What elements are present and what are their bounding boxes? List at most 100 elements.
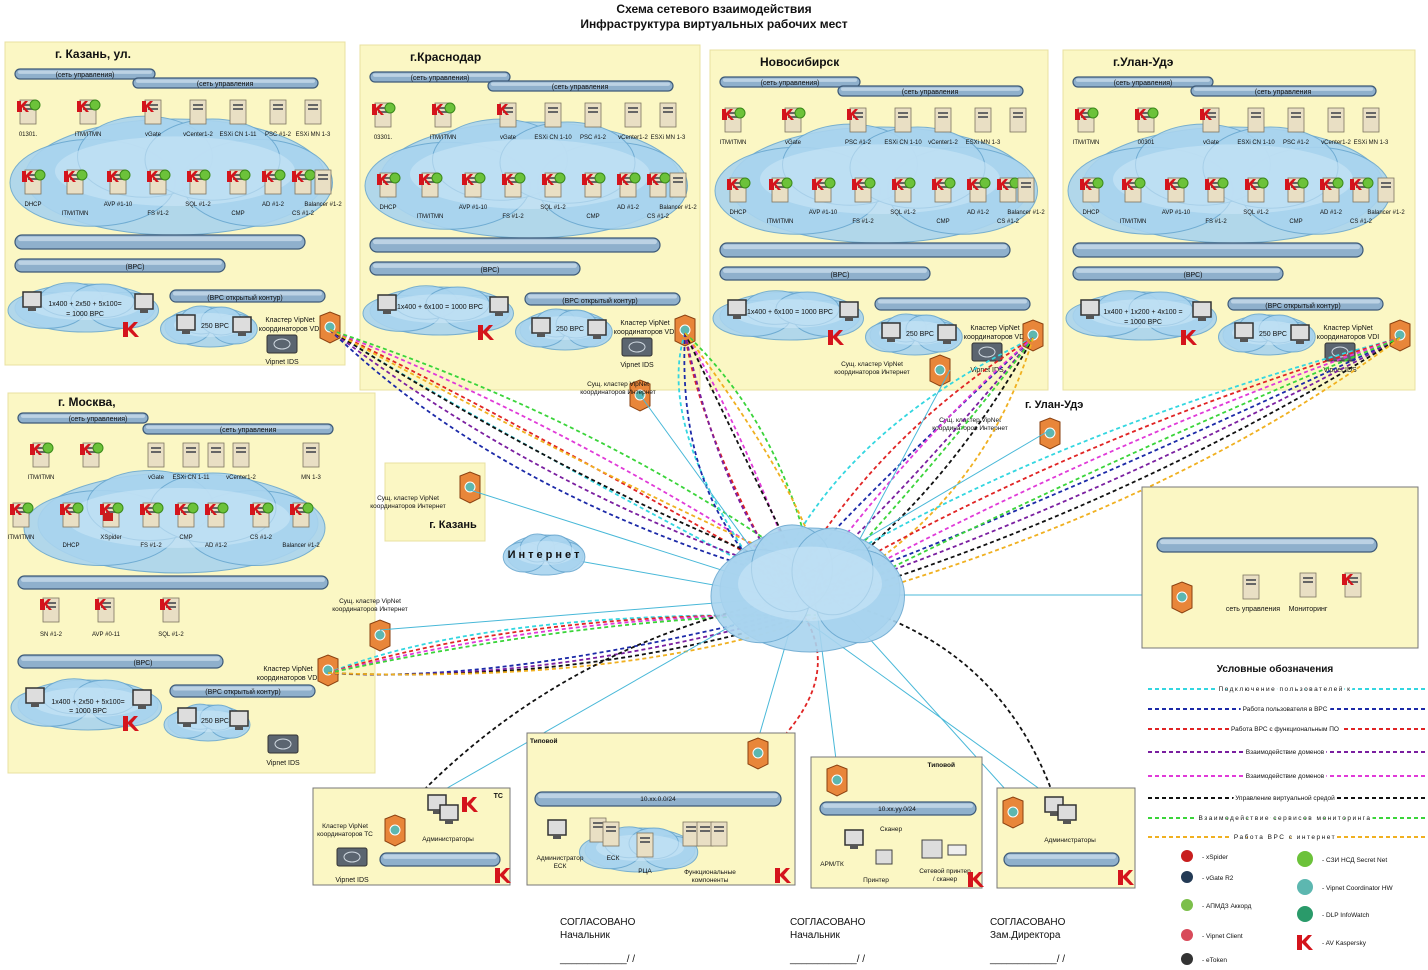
server-label: MN 1-3 bbox=[301, 475, 321, 481]
server-slot bbox=[1291, 112, 1301, 114]
server-icon bbox=[147, 169, 171, 195]
secret-net-icon bbox=[302, 502, 314, 514]
server-slot bbox=[700, 826, 710, 828]
server-icon bbox=[582, 172, 606, 198]
kaspersky-icon bbox=[64, 171, 76, 182]
vipnet-ids-label: Vipnet IDS bbox=[620, 362, 654, 369]
internet-cluster-label: координаторов Интернет bbox=[580, 389, 655, 396]
server-label: PSC #1-2 bbox=[1283, 140, 1310, 146]
server-slot bbox=[775, 182, 785, 184]
open-vrs-network-bar-shine bbox=[173, 291, 322, 296]
server-icon bbox=[647, 172, 671, 198]
typical-bus bbox=[819, 801, 977, 816]
typical-net-label: 10.xx.0.0/24 bbox=[640, 796, 676, 803]
mgmt-network-bar bbox=[14, 68, 156, 80]
server-slot bbox=[858, 182, 868, 184]
server-label: CS #1-2 bbox=[997, 219, 1020, 225]
server-slot bbox=[1141, 112, 1151, 114]
server-slot bbox=[686, 826, 696, 828]
server-slot bbox=[181, 507, 191, 509]
kaspersky-icon bbox=[187, 171, 199, 182]
server-slot bbox=[1081, 112, 1091, 114]
mgmt-network-bar-shine bbox=[723, 78, 857, 82]
coordinator-shield bbox=[1007, 806, 1019, 818]
secret-net-icon bbox=[34, 169, 46, 181]
vdi-coordinator-icon bbox=[317, 654, 339, 687]
mgmt-network-label: (сеть управления bbox=[902, 89, 959, 96]
server-label: ESXi MN 1-3 bbox=[1354, 140, 1389, 146]
server-label: ESXi MN 1-3 bbox=[296, 132, 331, 138]
legend-icon-label: - Vipnet Client bbox=[1202, 933, 1243, 940]
server-body bbox=[1009, 107, 1027, 133]
internet-coordinator-icon bbox=[459, 471, 481, 504]
mgmt-network-bar-shine bbox=[373, 73, 507, 77]
server-icon bbox=[934, 107, 952, 133]
server-slot bbox=[1003, 186, 1013, 188]
secret-net-icon bbox=[112, 502, 124, 514]
kaspersky-icon bbox=[60, 504, 72, 515]
server-slot bbox=[858, 186, 868, 188]
secret-net-icon bbox=[1332, 177, 1344, 189]
vrs-network-bar-shine bbox=[21, 656, 220, 661]
kaspersky-icon bbox=[30, 444, 42, 455]
tc-cluster-label: координаторов ТС bbox=[317, 831, 373, 838]
server-icon bbox=[1320, 177, 1344, 203]
server-slot bbox=[1021, 186, 1031, 188]
vipnet-ids-icon bbox=[1324, 342, 1356, 362]
server-label: FS #1-2 bbox=[140, 543, 162, 549]
server-slot bbox=[640, 841, 650, 843]
server-icon bbox=[1009, 107, 1027, 133]
server-slot bbox=[378, 111, 388, 113]
tc-box-bg bbox=[312, 787, 511, 886]
server-icon bbox=[462, 172, 486, 198]
secret-net-icon bbox=[119, 169, 131, 181]
server-slot bbox=[1291, 186, 1301, 188]
server-label: AD #1-2 bbox=[205, 543, 228, 549]
monitor-screen bbox=[587, 319, 607, 336]
ids-body bbox=[971, 342, 1003, 362]
open-vrs-network-bar bbox=[169, 289, 326, 303]
server-body bbox=[1327, 107, 1345, 133]
server-slot bbox=[788, 116, 798, 118]
workstation-icon bbox=[1234, 322, 1254, 342]
connection-line bbox=[329, 329, 793, 576]
server-icon bbox=[80, 442, 104, 468]
server-icon bbox=[967, 177, 991, 203]
server-label: AD #1-2 bbox=[262, 202, 285, 208]
site-panel-2: Новосибирск(сеть управления)(сеть управл… bbox=[709, 49, 1049, 391]
monitor-screen bbox=[132, 689, 152, 706]
kaspersky-icon bbox=[722, 109, 734, 120]
server-label: CS #1-2 bbox=[250, 535, 273, 541]
workstation-icon bbox=[232, 316, 252, 336]
secret-net-icon bbox=[187, 502, 199, 514]
secret-net-icon bbox=[781, 177, 793, 189]
monitor-stand bbox=[138, 705, 146, 709]
server-label: XSpider bbox=[100, 535, 121, 541]
server-icon bbox=[624, 102, 642, 128]
server-icon bbox=[147, 442, 165, 468]
server-label: vCenter1-2 bbox=[618, 135, 648, 141]
legend-icon-label: - АПМДЗ Аккорд bbox=[1202, 903, 1252, 910]
secret-net-icon bbox=[304, 169, 316, 181]
secret-net-icon bbox=[979, 177, 991, 189]
server-slot bbox=[146, 511, 156, 513]
secret-net-icon bbox=[659, 172, 671, 184]
server-label: PSC #1-2 bbox=[265, 132, 292, 138]
internet-cluster-label: Сущ. кластер VipNet bbox=[377, 495, 439, 502]
server-slot bbox=[1251, 182, 1261, 184]
server-label: AVP #1-10 bbox=[809, 210, 838, 216]
secret-net-icon bbox=[864, 177, 876, 189]
server-icon bbox=[584, 102, 602, 128]
secret-net-icon bbox=[734, 107, 746, 119]
server-body bbox=[269, 99, 287, 125]
server-slot bbox=[714, 826, 724, 828]
server-label: FS #1-2 bbox=[852, 219, 874, 225]
ids-body bbox=[266, 334, 298, 354]
scanner-icon bbox=[947, 844, 967, 856]
server-label: FS #1-2 bbox=[1205, 219, 1227, 225]
server-icon bbox=[292, 169, 316, 195]
tc-bus-shine bbox=[383, 854, 497, 859]
tc-ids-label: Vipnet IDS bbox=[335, 877, 369, 884]
open-vrs-network-bar-shine bbox=[173, 686, 312, 691]
scanner-label: Сканер bbox=[880, 826, 903, 833]
